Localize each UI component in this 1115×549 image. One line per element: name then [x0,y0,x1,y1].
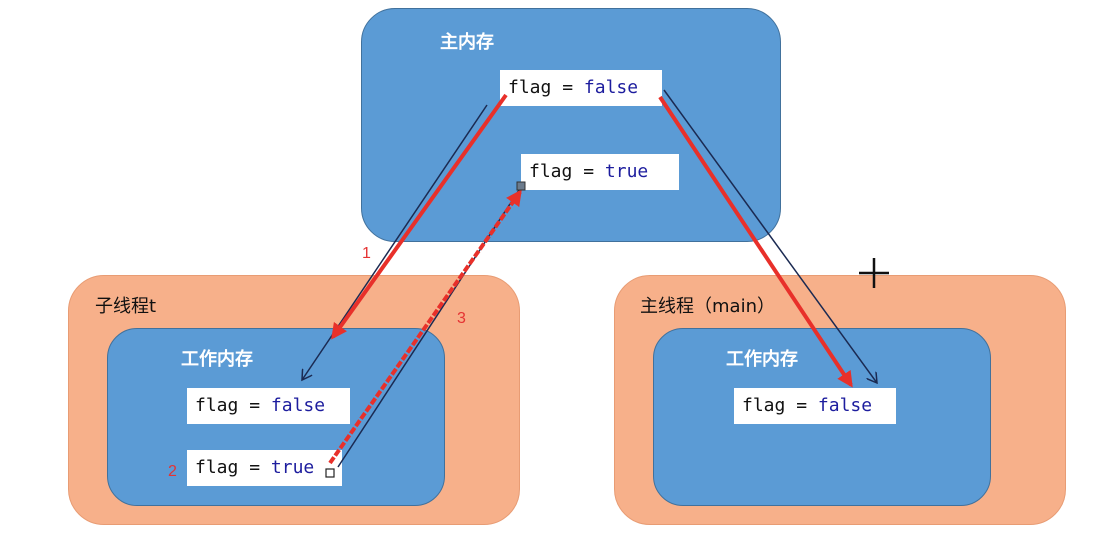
child-work-memory-title: 工作内存 [181,349,253,370]
step-label-3: 3 [457,310,466,327]
step-label-2: 2 [168,463,177,480]
var-name: flag [195,457,239,478]
var-name: flag [195,395,239,416]
child-flag-false: flag = false [187,388,350,424]
var-value: false [583,77,639,98]
read-arrow-main-red [658,95,853,388]
var-value: true [604,161,649,182]
operator: = [249,395,261,416]
main-memory-title: 主内存 [440,32,494,53]
main-thread-title: 主线程（main） [640,296,775,317]
step-label-1: 1 [362,245,371,262]
operator: = [562,77,574,98]
read-arrow-main-dark [663,89,877,383]
read-arrow-child-red [331,93,508,340]
main-memory-flag-true: flag = true [521,154,679,190]
child-flag-true: flag = true [187,450,342,486]
crosshair-cursor-icon [859,258,889,288]
child-thread-title: 子线程t [95,296,157,317]
var-name: flag [529,161,573,182]
handle-marker [516,181,526,191]
operator: = [796,395,808,416]
read-arrow-child-dark [302,104,488,380]
main-work-memory-title: 工作内存 [726,349,798,370]
var-value: true [270,457,315,478]
var-value: false [270,395,326,416]
var-name: flag [508,77,552,98]
main-thread-flag-false: flag = false [734,388,896,424]
main-memory-flag-false: flag = false [500,70,662,106]
operator: = [583,161,595,182]
var-name: flag [742,395,786,416]
operator: = [249,457,261,478]
var-value: false [817,395,873,416]
handle-marker [325,468,335,478]
write-back-arrow-red [328,189,522,465]
